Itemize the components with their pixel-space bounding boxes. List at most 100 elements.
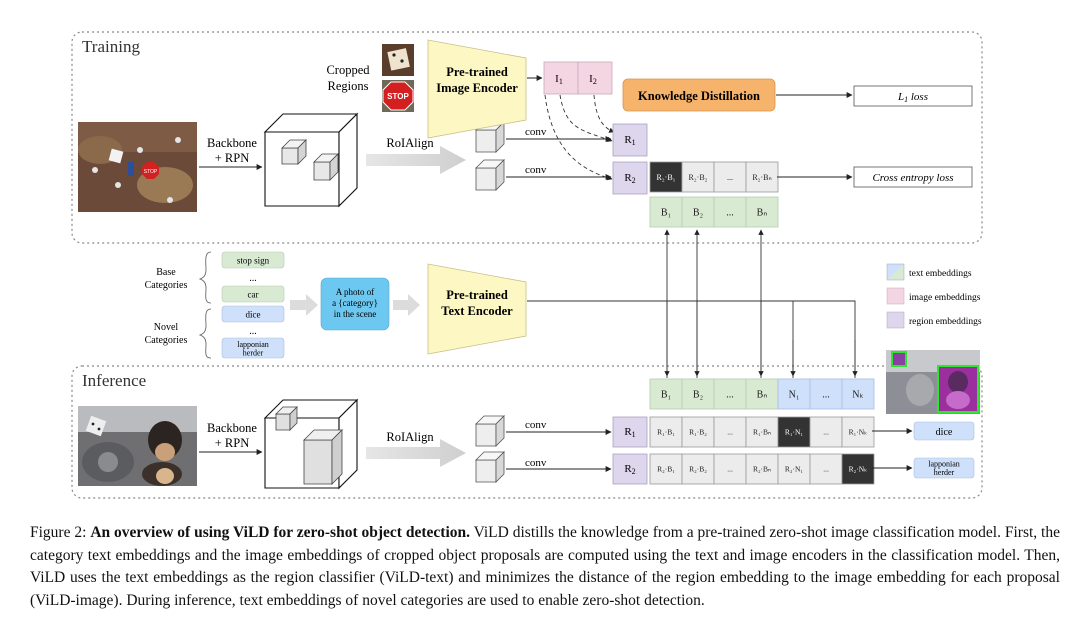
base-categories-label-2: Categories [145, 280, 188, 291]
training-score-cell-1 [649, 161, 683, 193]
text-encoder-label-1: Pre-trained [446, 288, 508, 302]
inference-r1-score-cell-3 [713, 416, 747, 448]
text-encoder-block [427, 263, 527, 355]
training-region-r1-label: R1 [624, 134, 635, 147]
legend-region-swatch [886, 311, 905, 329]
category-car [221, 285, 285, 303]
cross-entropy-loss-label: Cross entropy loss [872, 172, 953, 184]
inference-r2-score-cell-4-label: R₂·Bₙ [753, 465, 771, 474]
inference-conv-label-2: conv [525, 457, 547, 469]
training-base-embedding-1-label: B₁ [661, 208, 671, 219]
training-base-embedding-3-label: ... [726, 208, 734, 219]
inference-embedding-1 [649, 378, 683, 410]
image-encoder-block [427, 39, 527, 139]
category-car-label: car [248, 290, 259, 300]
category-dice-label: dice [246, 310, 261, 320]
image-embedding-i1-label: I1 [555, 73, 563, 86]
inference-region-r2-label: R2 [624, 463, 635, 476]
training-score-cell-4 [745, 161, 779, 193]
training-conv-label-2: conv [525, 164, 547, 176]
training-title: Training [82, 37, 140, 56]
categories-to-prompt-arrow [290, 294, 318, 316]
training-conv-label-1: conv [525, 126, 547, 138]
inference-embedding-3-label: ... [726, 390, 734, 401]
training-feature-cube [263, 112, 359, 208]
inference-roialign-arrow [366, 439, 466, 467]
output-lapponian-box [913, 457, 975, 479]
inference-r1-score-cell-1 [649, 416, 683, 448]
training-score-cell-3-label: ... [727, 173, 733, 182]
category-lapponian-herder [221, 337, 285, 359]
training-base-embedding-2 [681, 196, 715, 228]
training-region-r2 [612, 161, 648, 195]
training-roi-box-2 [313, 153, 339, 181]
training-base-embedding-4-label: Bₙ [757, 208, 768, 219]
legend: text embeddings image embeddings region … [886, 263, 982, 329]
cropped-regions-label-2: Regions [328, 79, 369, 93]
vild-overview-diagram: Training Inference STOP Backbone + RPN R… [71, 31, 983, 499]
inference-roi-box-2 [303, 429, 343, 485]
image-embedding-i2 [577, 61, 613, 95]
category-stop-sign-label: stop sign [237, 256, 270, 266]
training-backbone-label-2: + RPN [215, 151, 250, 165]
prompt-template-line-3: in the scene [334, 309, 376, 319]
output-dice-label: dice [936, 427, 953, 438]
prompt-template-line-2: a {category} [332, 298, 378, 308]
inference-r1-score-cell-7-label: R₁·Nₖ [849, 428, 868, 437]
inference-frame [71, 365, 983, 499]
category-base-ellipsis: ... [249, 273, 257, 284]
training-scene-image: STOP [78, 122, 197, 212]
shared-embedding-arrows [664, 229, 858, 377]
inference-backbone-label-1: Backbone [207, 421, 257, 435]
distill-curve-1 [559, 94, 613, 142]
inference-embedding-2 [681, 378, 715, 410]
inference-r1-score-cell-5 [777, 416, 811, 448]
training-score-cell-2 [681, 161, 715, 193]
cross-entropy-loss-box [853, 166, 973, 188]
inference-embedding-7-label: Nₖ [852, 390, 863, 401]
inference-region-r2 [612, 453, 648, 485]
inference-r1-score-cell-7 [841, 416, 875, 448]
prompt-template-box [320, 277, 390, 331]
training-region-r1 [612, 123, 648, 157]
inference-r1-score-cell-6-label: ... [823, 428, 829, 437]
inference-roi-box-1 [275, 406, 298, 431]
output-dice-box [913, 421, 975, 441]
legend-region-label: region embeddings [909, 317, 982, 327]
inference-r2-score-cell-5 [777, 453, 811, 485]
legend-image-label: image embeddings [909, 293, 981, 303]
training-region-r2-label: R2 [624, 172, 635, 185]
training-base-embedding-2-label: B₂ [693, 208, 703, 219]
distill-curve-2 [593, 94, 615, 133]
inference-r1-score-cell-2 [681, 416, 715, 448]
image-embedding-i1 [543, 61, 579, 95]
training-base-embedding-row: B₁ B₂... Bₙ [649, 196, 779, 228]
inference-region-r1-label: R1 [624, 426, 635, 439]
text-encoder-label-2: Text Encoder [441, 304, 513, 318]
inference-r2-score-cell-3-label: ... [727, 465, 733, 474]
cropped-stop-sign-image: STOP [382, 80, 414, 112]
inference-r2-score-cell-2-label: R₂·B₂ [689, 465, 707, 474]
novel-categories-label-2: Categories [145, 335, 188, 346]
cropped-stop-sign-text: STOP [387, 92, 409, 101]
training-score-cell-1-label: R₂·B₁ [657, 173, 676, 182]
training-score-cell-2-label: R₂·B₂ [689, 173, 708, 182]
inference-embedding-7 [841, 378, 875, 410]
inference-embedding-3 [713, 378, 747, 410]
caption-body: ViLD distills the knowledge from a pre-t… [30, 524, 1060, 609]
inference-r2-score-cell-7-label: R₂·Nₖ [849, 465, 868, 474]
inference-embedding-5-label: N₁ [789, 390, 800, 401]
training-base-embedding-4 [745, 196, 779, 228]
training-roi-box-1 [281, 139, 307, 165]
cropped-dice-image [382, 44, 414, 76]
inference-embedding-6 [809, 378, 843, 410]
output-lapponian-label-2: herder [934, 468, 955, 477]
output-lapponian-label-1: lapponian [928, 460, 960, 469]
training-roialign-arrow [366, 146, 466, 174]
inference-r1-score-cell-1-label: R₁·B₁ [657, 428, 675, 437]
legend-image-swatch [886, 287, 905, 305]
category-lapponian-label: lapponian [237, 340, 269, 349]
